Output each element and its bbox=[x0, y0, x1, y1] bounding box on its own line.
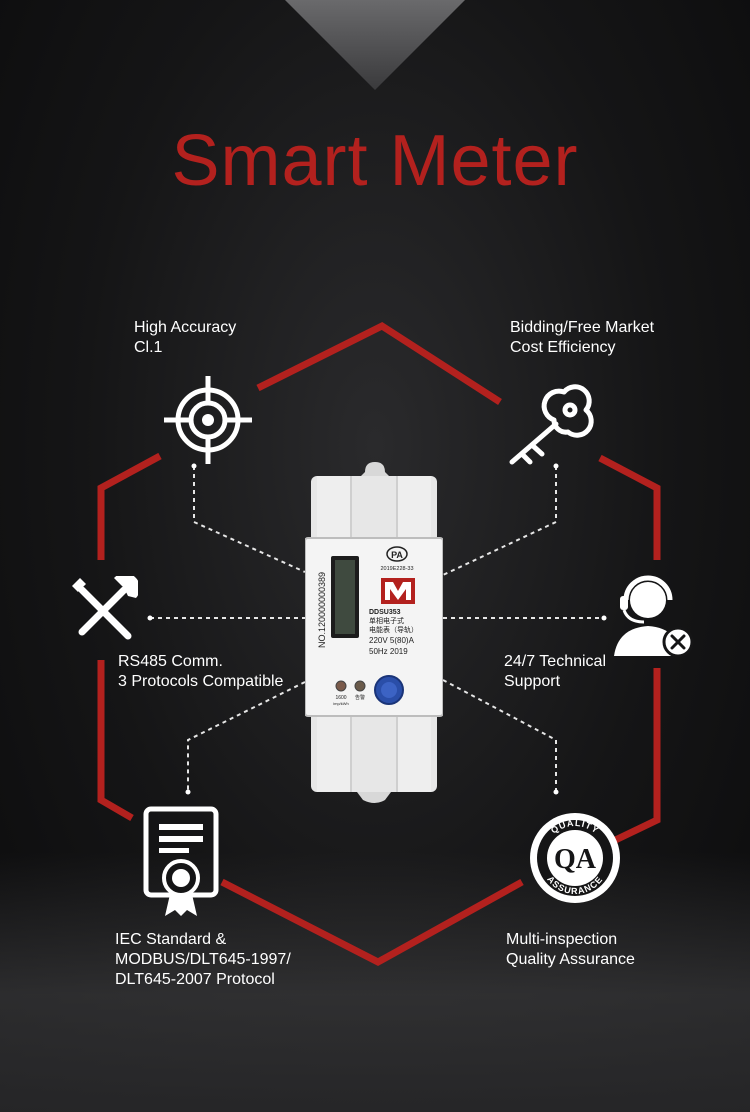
feature-standard-text: IEC Standard & MODBUS/DLT645-1997/ DLT64… bbox=[115, 931, 291, 988]
smart-meter-device: NO.120000000389 PA 2019E228-33 DDSU353 单… bbox=[305, 462, 443, 803]
meter-cert: 2019E228-33 bbox=[380, 566, 413, 572]
feature-support-text: 24/7 Technical Support bbox=[504, 653, 606, 690]
meter-led-unit: imp/kWh bbox=[333, 701, 349, 706]
meter-alarm-label: 告警 bbox=[355, 694, 365, 701]
feature-quality-text: Multi-inspection Quality Assurance bbox=[506, 931, 635, 968]
crosshair-icon bbox=[164, 376, 252, 464]
feature-market-text: Bidding/Free Market Cost Efficiency bbox=[510, 319, 655, 356]
page-title: Smart Meter bbox=[171, 121, 579, 201]
meter-name-cn: 单相电子式 bbox=[369, 616, 404, 625]
meter-serial: NO.120000000389 bbox=[317, 572, 327, 648]
tools-icon bbox=[72, 576, 138, 640]
meter-rating: 220V 5(80)A bbox=[369, 636, 415, 645]
svg-text:PA: PA bbox=[391, 550, 403, 560]
meter-name-cn2: 电能表（导轨） bbox=[369, 625, 418, 634]
headset-support-icon bbox=[614, 575, 694, 658]
qa-mark-text: QA bbox=[554, 844, 597, 875]
certificate-icon bbox=[143, 806, 219, 916]
meter-freq-year: 50Hz 2019 bbox=[369, 647, 408, 656]
feature-accuracy-text: High Accuracy Cl.1 bbox=[134, 319, 237, 356]
meter-model: DDSU353 bbox=[369, 609, 401, 616]
meter-led-label: 1600 bbox=[335, 695, 346, 701]
floor-gradient bbox=[0, 852, 750, 1112]
feature-comm-text: RS485 Comm. 3 Protocols Compatible bbox=[118, 653, 284, 690]
key-icon bbox=[509, 384, 594, 465]
quality-assurance-icon: QUALITY ASSURANCE QA bbox=[530, 813, 620, 903]
